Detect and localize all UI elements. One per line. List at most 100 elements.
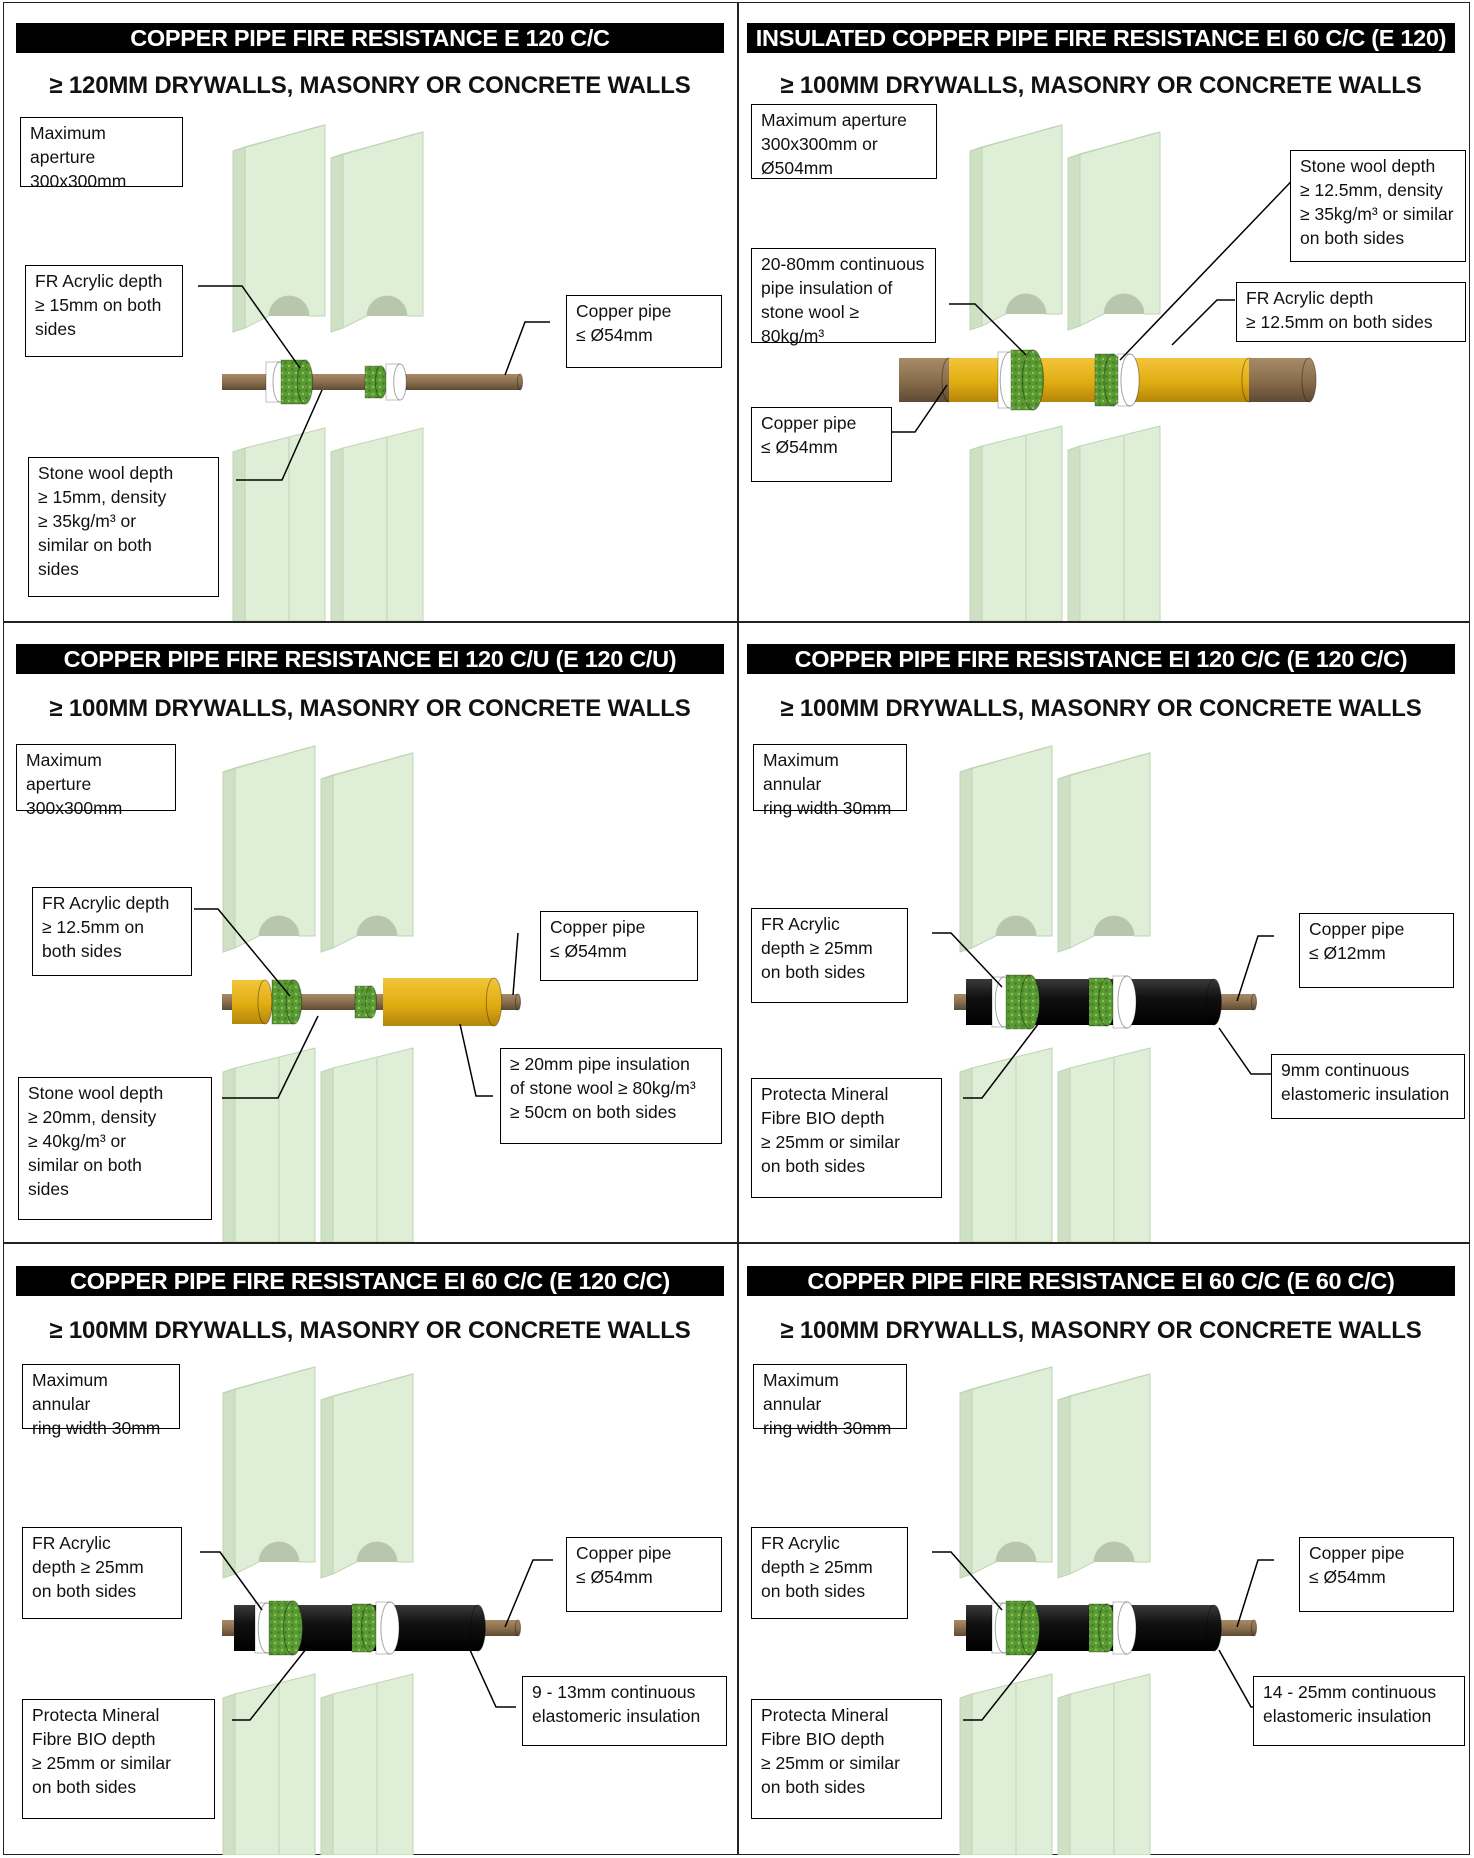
wall-1-lower-face bbox=[981, 425, 1063, 621]
panel-e120-cc: COPPER PIPE FIRE RESISTANCE E 120 C/C ≥ … bbox=[0, 0, 737, 621]
wall-2-lower-face bbox=[332, 1047, 414, 1242]
wall-2-lower-face bbox=[1079, 425, 1161, 621]
leader-line-2 bbox=[504, 1559, 553, 1628]
leader-line-2 bbox=[512, 932, 519, 996]
copper-pipe-right-body bbox=[1249, 358, 1309, 402]
wall-1-hole bbox=[269, 296, 309, 316]
stone-wool-insulation-left-end bbox=[257, 979, 273, 1025]
pipe-penetration-illustration bbox=[198, 124, 550, 621]
leader-line-3 bbox=[459, 1023, 493, 1097]
wall-1-lower-face bbox=[234, 1047, 316, 1242]
wall-2-hole bbox=[367, 296, 407, 316]
label-elastomeric: 14 - 25mm continuous elastomeric insulat… bbox=[1253, 1676, 1465, 1746]
wall-1-lower-edge bbox=[959, 1693, 973, 1855]
label-fr-acrylic: FR Acrylic depth ≥ 12.5mm on both sides bbox=[32, 887, 192, 976]
panel-ei60-e60: COPPER PIPE FIRE RESISTANCE EI 60 C/C (E… bbox=[737, 1242, 1472, 1855]
label-aperture: Maximum aperture 300x300mm bbox=[16, 744, 176, 818]
copper-pipe-end bbox=[514, 1619, 522, 1637]
wall-2-upper-edge bbox=[1067, 153, 1081, 331]
label-fr-acrylic: FR Acrylic depth ≥ 12.5mm on both sides bbox=[1236, 282, 1466, 342]
wall-1-lower-edge bbox=[959, 1067, 973, 1242]
label-annular-ring: Maximum annular ring width 30mm bbox=[22, 1364, 180, 1438]
stone-wool-collar-left-face bbox=[296, 359, 314, 405]
label-fr-acrylic: FR Acrylic depth ≥ 25mm on both sides bbox=[751, 908, 908, 1003]
wall-1-upper-edge bbox=[969, 146, 983, 331]
wall-2-lower-edge bbox=[1057, 1693, 1071, 1855]
stone-wool-insulation-right-end bbox=[485, 977, 503, 1027]
fr-acrylic-ring-right-face bbox=[393, 363, 407, 401]
mineral-fibre-collar-left-face bbox=[1020, 974, 1040, 1030]
pipe-penetration-illustration bbox=[932, 745, 1274, 1242]
label-copper-pipe: Copper pipe ≤ Ø54mm bbox=[540, 911, 698, 981]
elastomeric-insulation-end bbox=[1206, 978, 1222, 1026]
mineral-fibre-collar-left-face bbox=[283, 1600, 303, 1656]
panel-ei120-cu: COPPER PIPE FIRE RESISTANCE EI 120 C/U (… bbox=[0, 621, 737, 1242]
copper-pipe-end bbox=[514, 993, 522, 1011]
wall-2-lower-face bbox=[332, 1673, 414, 1855]
wall-1-lower-face bbox=[971, 1673, 1053, 1855]
wall-1-upper-edge bbox=[959, 1388, 973, 1579]
stone-wool-collar-left-face bbox=[1022, 349, 1044, 411]
wall-2-upper-top bbox=[1057, 752, 1151, 780]
wall-2-lower-edge bbox=[330, 447, 344, 621]
wall-2-hole bbox=[1094, 916, 1134, 936]
wall-2-upper-edge bbox=[320, 1395, 334, 1579]
fr-acrylic-ring-right-face bbox=[380, 1601, 400, 1655]
label-pipe-insulation: ≥ 20mm pipe insulation of stone wool ≥ 8… bbox=[500, 1048, 722, 1144]
label-stone-wool: Stone wool depth ≥ 15mm, density ≥ 35kg/… bbox=[28, 457, 219, 597]
wall-1-lower-edge bbox=[969, 445, 983, 621]
vertical-divider bbox=[737, 2, 739, 1855]
leader-line-1 bbox=[194, 908, 291, 997]
elastomeric-insulation-end bbox=[470, 1604, 486, 1652]
wall-2-lower-face bbox=[1069, 1047, 1151, 1242]
leader-line-3 bbox=[1171, 299, 1235, 346]
panel-title: COPPER PIPE FIRE RESISTANCE EI 120 C/C (… bbox=[747, 644, 1455, 674]
panel-subtitle: ≥ 100MM DRYWALLS, MASONRY OR CONCRETE WA… bbox=[49, 1317, 691, 1344]
label-copper-pipe: Copper pipe ≤ Ø54mm bbox=[566, 295, 722, 368]
wall-2-lower-face bbox=[1069, 1673, 1151, 1855]
wall-2-upper-top bbox=[1057, 1373, 1151, 1401]
label-fr-acrylic: FR Acrylic depth ≥ 25mm on both sides bbox=[751, 1527, 908, 1619]
label-mineral-fibre: Protecta Mineral Fibre BIO depth ≥ 25mm … bbox=[751, 1699, 942, 1819]
panel-ei60-e120: COPPER PIPE FIRE RESISTANCE EI 60 C/C (E… bbox=[0, 1242, 737, 1855]
wall-1-upper-top bbox=[959, 745, 1053, 773]
leader-line-1 bbox=[932, 932, 1003, 988]
leader-line-1 bbox=[932, 1551, 1003, 1611]
leader-line-2 bbox=[1236, 935, 1274, 1002]
stone-wool-collar-left-face bbox=[285, 979, 303, 1025]
wall-2-hole bbox=[1094, 1542, 1134, 1562]
horizontal-divider-1 bbox=[3, 621, 1470, 623]
leader-line-3 bbox=[1218, 1027, 1271, 1075]
wall-2-lower-edge bbox=[1067, 445, 1081, 621]
wall-1-upper-edge bbox=[222, 767, 236, 953]
wall-1-upper-top bbox=[232, 124, 326, 152]
wall-1-lower-edge bbox=[232, 447, 246, 621]
stone-wool-collar-right-face bbox=[364, 985, 378, 1019]
wall-2-upper-edge bbox=[330, 153, 344, 333]
leader-line-2 bbox=[504, 321, 550, 376]
copper-pipe-end bbox=[1250, 993, 1258, 1011]
wall-2-upper-top bbox=[320, 752, 414, 780]
wall-2-upper-edge bbox=[1057, 774, 1071, 953]
leader-line-2 bbox=[949, 303, 1027, 356]
label-copper-pipe: Copper pipe ≤ Ø54mm bbox=[1299, 1537, 1454, 1612]
wall-2-lower-face bbox=[342, 427, 424, 621]
wall-1-hole bbox=[996, 1542, 1036, 1562]
panel-subtitle: ≥ 100MM DRYWALLS, MASONRY OR CONCRETE WA… bbox=[780, 72, 1422, 99]
panel-title: COPPER PIPE FIRE RESISTANCE EI 120 C/U (… bbox=[16, 644, 724, 674]
label-fr-acrylic: FR Acrylic depth ≥ 15mm on both sides bbox=[25, 265, 183, 357]
leader-line-1 bbox=[200, 1551, 263, 1611]
leader-line-1 bbox=[198, 285, 301, 369]
wall-1-hole bbox=[259, 1542, 299, 1562]
label-fr-acrylic: FR Acrylic depth ≥ 25mm on both sides bbox=[22, 1527, 182, 1619]
wall-2-upper-edge bbox=[320, 774, 334, 953]
wall-2-lower-edge bbox=[1057, 1067, 1071, 1242]
label-annular-ring: Maximum annular ring width 30mm bbox=[753, 744, 907, 818]
panel-insulated-ei60: INSULATED COPPER PIPE FIRE RESISTANCE EI… bbox=[737, 0, 1472, 621]
panel-title: COPPER PIPE FIRE RESISTANCE EI 60 C/C (E… bbox=[747, 1266, 1455, 1296]
leader-line-4 bbox=[963, 1018, 1043, 1099]
wall-2-hole bbox=[1104, 294, 1144, 314]
wall-1-hole bbox=[996, 916, 1036, 936]
wall-1-lower-face bbox=[234, 1673, 316, 1855]
copper-pipe-end bbox=[516, 373, 524, 391]
